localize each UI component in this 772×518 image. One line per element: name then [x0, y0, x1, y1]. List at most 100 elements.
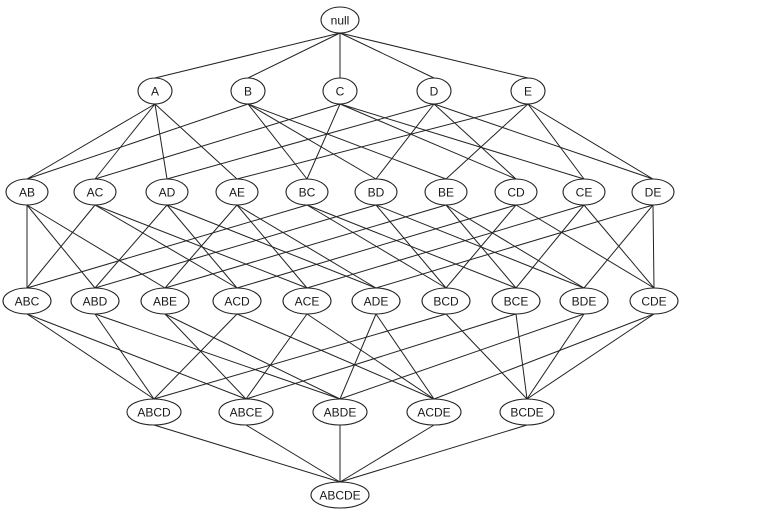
node-label: AD — [159, 186, 176, 200]
edge-c-ce — [339, 103, 585, 180]
node-label: ABE — [153, 295, 177, 309]
node-ellipse — [320, 6, 360, 34]
node-ellipse — [510, 77, 546, 105]
node-ellipse — [351, 287, 401, 315]
node-label: D — [430, 85, 439, 99]
edge-bce-bcde — [515, 313, 528, 400]
node-ae: AE — [215, 178, 259, 206]
edge-abd-abcd — [94, 313, 155, 400]
edge-d-bd — [375, 103, 435, 180]
node-b: B — [230, 77, 266, 105]
node-be: BE — [424, 178, 468, 206]
node-ab: AB — [5, 178, 49, 206]
edge-abd-abde — [94, 313, 341, 400]
node-label: ABCDE — [319, 489, 360, 503]
node-de: DE — [631, 178, 675, 206]
edge-cde-acde — [433, 313, 655, 400]
node-label: AE — [229, 186, 245, 200]
edge-ad-acd — [166, 204, 238, 289]
node-label: C — [336, 85, 345, 99]
edge-a-ae — [154, 103, 238, 180]
node-label: BE — [438, 186, 454, 200]
edge-ace-acde — [306, 313, 435, 400]
edge-abcd-abcde — [153, 424, 341, 483]
node-ellipse — [218, 398, 274, 426]
node-label: CD — [507, 186, 525, 200]
edge-abc-abcd — [26, 313, 155, 400]
node-abcd: ABCD — [126, 398, 182, 426]
node-label: CE — [576, 186, 593, 200]
node-label: BCDE — [510, 406, 543, 420]
node-ellipse — [310, 481, 370, 509]
node-bce: BCE — [491, 287, 541, 315]
edge-ad-abd — [94, 204, 168, 289]
edge-cde-bcde — [526, 313, 655, 400]
edge-acd-abcd — [153, 313, 238, 400]
node-acd: ACD — [212, 287, 262, 315]
edge-d-cd — [433, 103, 517, 180]
node-ac: AC — [73, 178, 117, 206]
node-bcd: BCD — [421, 287, 471, 315]
node-ellipse — [230, 77, 266, 105]
edge-cd-acd — [236, 204, 517, 289]
node-label: ABDE — [324, 406, 357, 420]
node-ade: ADE — [351, 287, 401, 315]
node-ellipse — [140, 287, 190, 315]
node-ellipse — [322, 77, 358, 105]
node-ellipse — [282, 287, 332, 315]
edge-ae-ace — [236, 204, 308, 289]
node-ce: CE — [562, 178, 606, 206]
edge-bd-abd — [94, 204, 377, 289]
node-ellipse — [499, 398, 555, 426]
edge-cd-bcd — [445, 204, 517, 289]
edge-de-ade — [375, 204, 654, 289]
edge-abce-abcde — [245, 424, 341, 483]
node-ellipse — [215, 178, 259, 206]
edge-e-ae — [236, 103, 529, 180]
node-bde: BDE — [559, 287, 609, 315]
node-label: DE — [645, 186, 662, 200]
node-ace: ACE — [282, 287, 332, 315]
node-label: CDE — [641, 295, 666, 309]
node-ellipse — [70, 287, 120, 315]
node-abd: ABD — [70, 287, 120, 315]
node-bcde: BCDE — [499, 398, 555, 426]
edge-acd-acde — [236, 313, 435, 400]
edge-bcd-abcd — [153, 313, 447, 400]
edge-b-ab — [26, 103, 249, 180]
node-label: ACE — [295, 295, 320, 309]
node-ellipse — [559, 287, 609, 315]
node-ellipse — [73, 178, 117, 206]
node-ellipse — [126, 398, 182, 426]
node-label: ABD — [83, 295, 108, 309]
node-cd: CD — [494, 178, 538, 206]
edge-e-ce — [527, 103, 585, 180]
node-ellipse — [562, 178, 606, 206]
node-ellipse — [2, 287, 52, 315]
edge-c-cd — [339, 103, 517, 180]
node-label: AC — [87, 186, 104, 200]
node-ellipse — [424, 178, 468, 206]
node-label: ACDE — [417, 406, 450, 420]
node-label: BD — [368, 186, 385, 200]
node-ellipse — [491, 287, 541, 315]
edge-acde-abcde — [339, 424, 435, 483]
node-label: ABCE — [230, 406, 263, 420]
node-cde: CDE — [629, 287, 679, 315]
node-label: A — [151, 85, 159, 99]
edge-bcde-abcde — [339, 424, 528, 483]
edge-c-ac — [94, 103, 341, 180]
node-ellipse — [5, 178, 49, 206]
edge-ace-abce — [245, 313, 308, 400]
edge-bcd-bcde — [445, 313, 528, 400]
node-abe: ABE — [140, 287, 190, 315]
edge-abe-abce — [164, 313, 247, 400]
node-e: E — [510, 77, 546, 105]
node-acde: ACDE — [406, 398, 462, 426]
edge-bc-abc — [26, 204, 308, 289]
node-abc: ABC — [2, 287, 52, 315]
edge-c-bc — [306, 103, 341, 180]
node-label: ADE — [364, 295, 389, 309]
node-ad: AD — [145, 178, 189, 206]
